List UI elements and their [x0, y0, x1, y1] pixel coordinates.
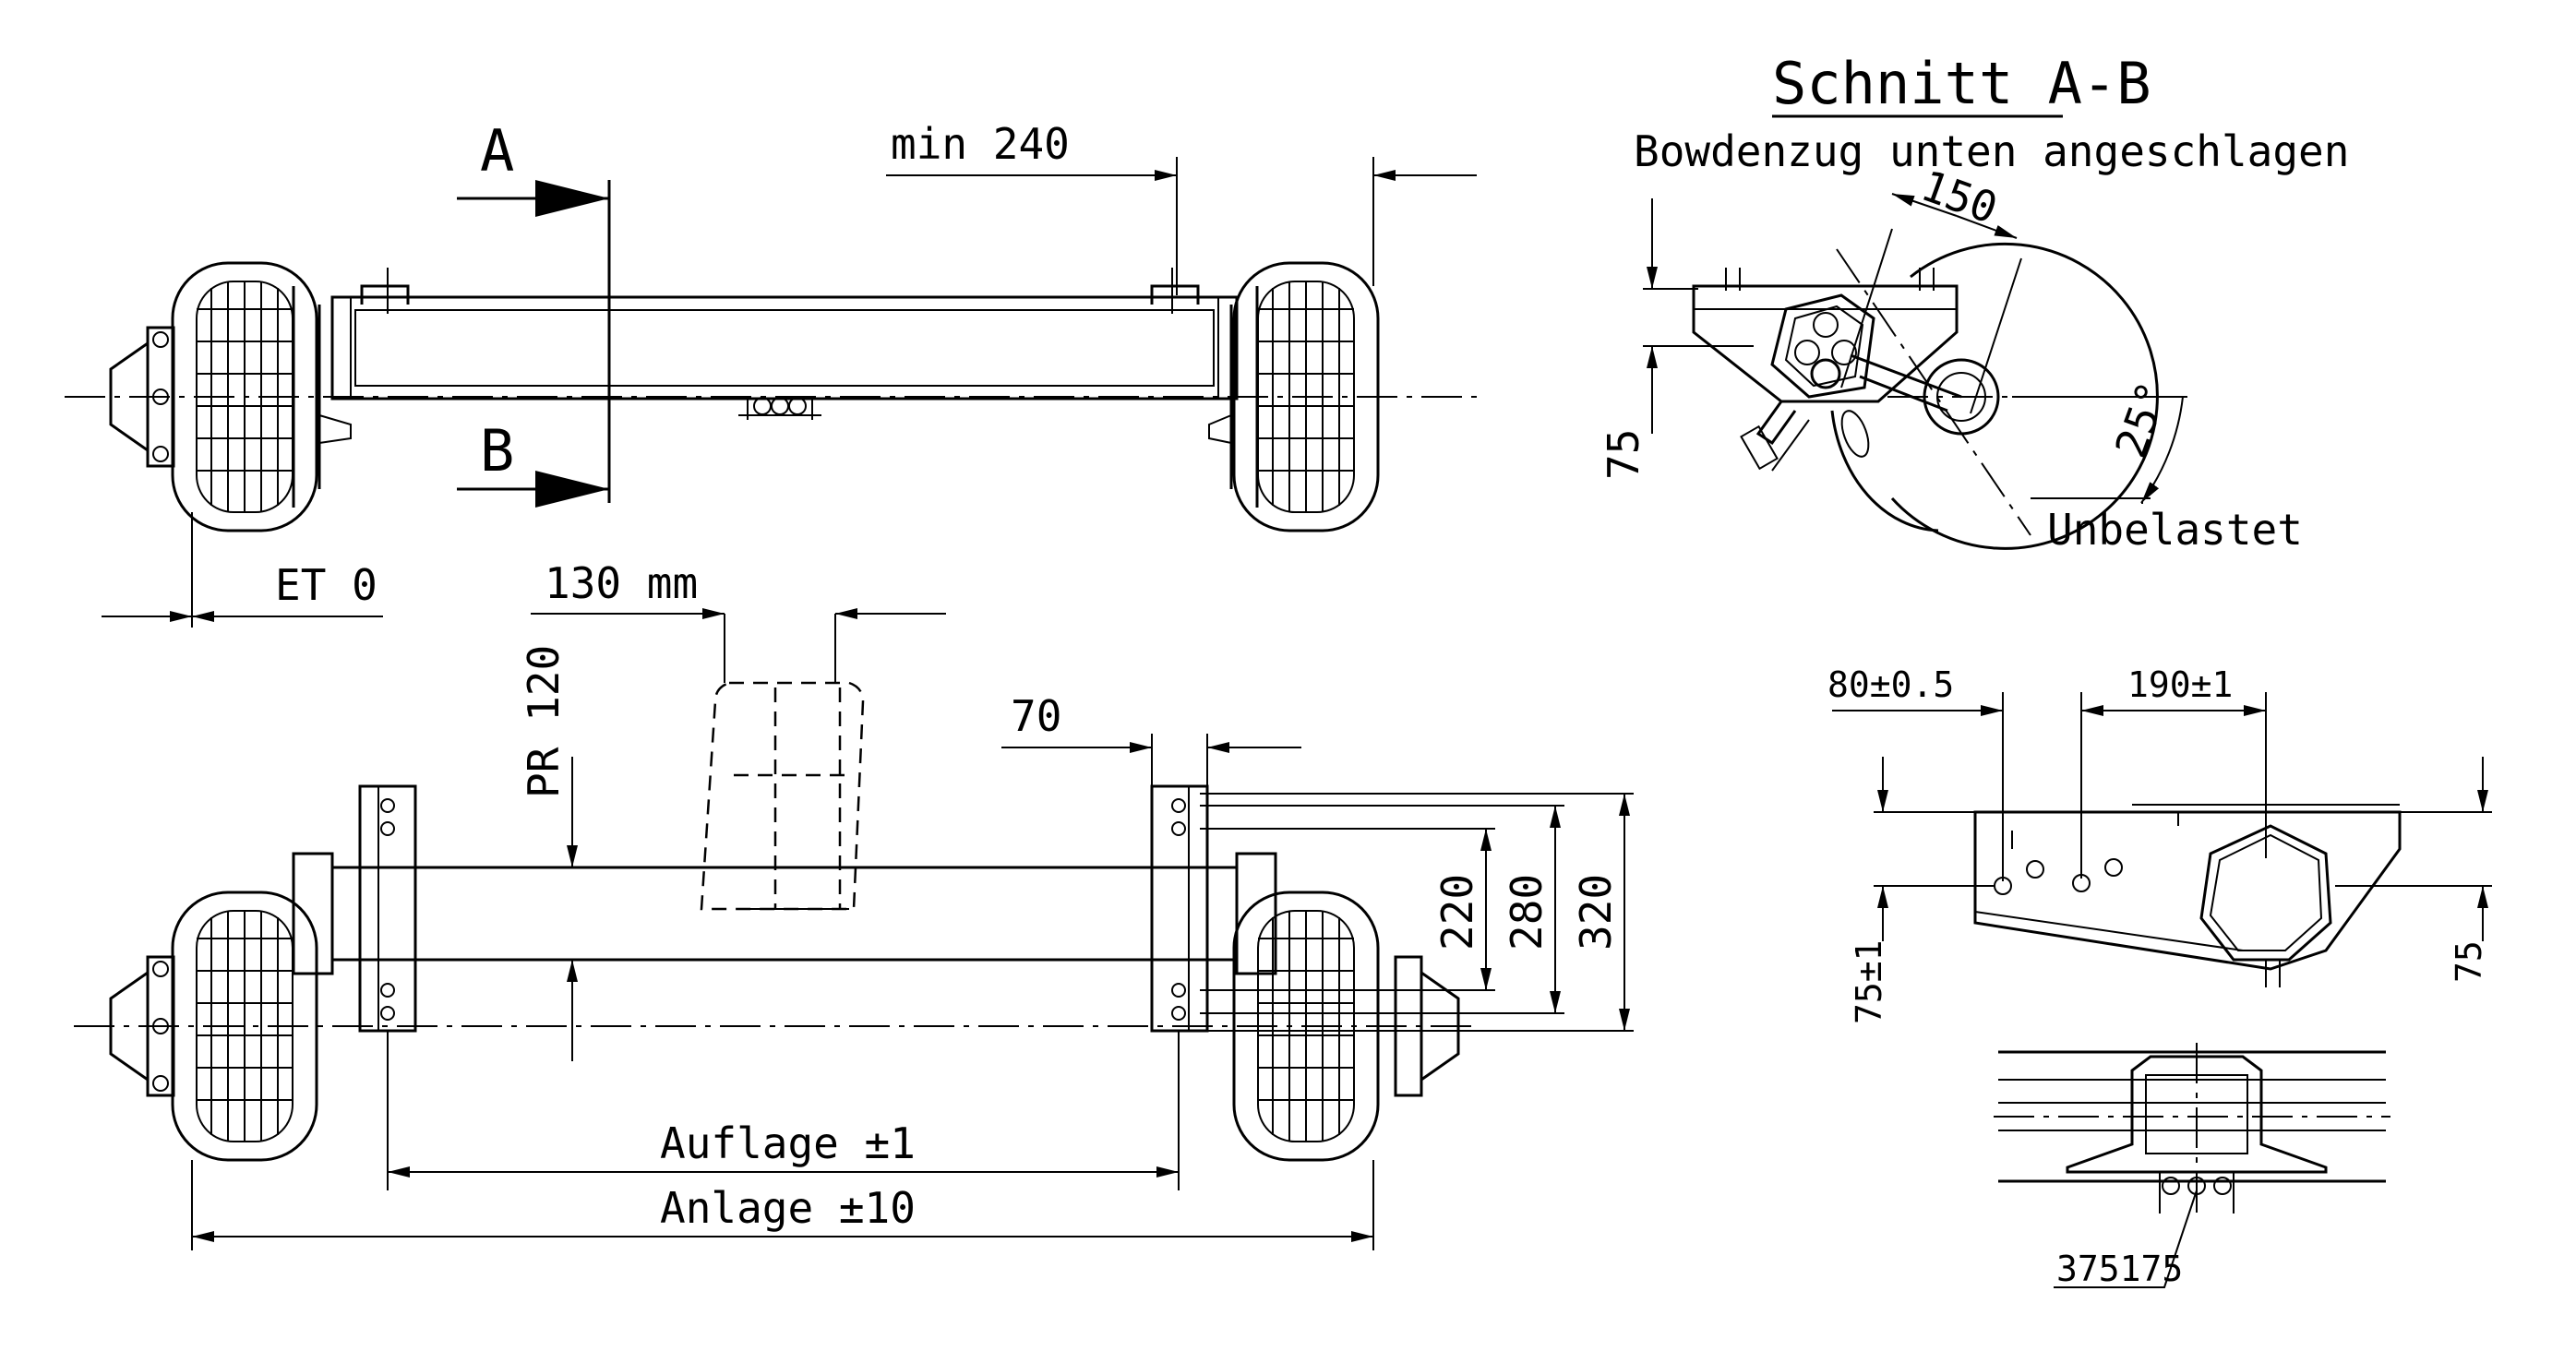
dim-pr-label: PR 120: [519, 645, 569, 798]
wheel-right: [1208, 261, 1380, 532]
dim-320-label: 320: [1571, 874, 1621, 951]
top-view: A B min 240 ET 0: [65, 117, 1477, 628]
torsion-arm-section: [1692, 268, 1962, 412]
axle-beam: [330, 866, 1239, 962]
spring-clamp-right: [1150, 268, 1200, 314]
bracket-view: 80±0.5 190±1 75±1 75: [1827, 664, 2492, 1289]
dimension-min-240: min 240: [886, 119, 1477, 295]
dimension-stack-right: 220 280 320: [1200, 793, 1634, 1032]
dim-75-section-label: 75: [1599, 429, 1648, 480]
dimension-130mm: 130 mm: [531, 558, 946, 683]
dim-75-left-label: 75±1: [1849, 939, 1889, 1024]
bracket-top: [1994, 1043, 2390, 1218]
dimension-pr-120: PR 120: [519, 645, 578, 1061]
wheel-right-front: [1232, 891, 1460, 1162]
part-number-label: 375175: [2056, 1249, 2183, 1289]
front-view: 130 mm PR 120 70 220 280 320: [74, 558, 1634, 1250]
dimension-75-bracket-right: 75: [2335, 757, 2492, 983]
axle-tube: [330, 295, 1239, 401]
mount-bracket-right: [1150, 784, 1277, 1033]
dimension-angle-25: 25°: [2012, 375, 2187, 504]
dimension-auflage: Auflage ±1: [387, 1031, 1180, 1190]
dimension-80-190: 80±0.5 190±1: [1827, 664, 2267, 881]
dimension-75-bracket-left: 75±1: [1849, 757, 1994, 1024]
section-mark-b: B: [480, 417, 514, 484]
dim-280-label: 280: [1502, 874, 1552, 951]
dim-angle-label: 25°: [2105, 375, 2178, 464]
dimension-70: 70: [1001, 691, 1301, 786]
dim-min-240-label: min 240: [891, 119, 1070, 169]
section-mark-a: A: [480, 117, 514, 185]
section-title: Schnitt A-B: [1772, 50, 2151, 117]
dim-70-label: 70: [1011, 691, 1061, 741]
tyre-ghost: [700, 681, 865, 911]
mount-bracket-left: [292, 784, 417, 1033]
section-view: Schnitt A-B Bowdenzug unten angeschlagen: [1599, 50, 2349, 555]
dim-190-label: 190±1: [2127, 664, 2233, 705]
dim-80-label: 80±0.5: [1827, 664, 1954, 705]
dim-75-right-label: 75: [2449, 940, 2489, 983]
dim-auflage-label: Auflage ±1: [660, 1118, 916, 1168]
dimension-anlage: Anlage ±10: [191, 1160, 1374, 1250]
bracket-side: [1973, 804, 2402, 987]
dim-130-label: 130 mm: [545, 558, 698, 608]
dimension-et-0: ET 0: [102, 512, 383, 628]
dim-anlage-label: Anlage ±10: [660, 1183, 916, 1233]
wheel-left: [109, 261, 352, 532]
section-subtitle: Bowdenzug unten angeschlagen: [1634, 126, 2349, 176]
section-line-a-b: A B: [457, 117, 611, 508]
brake-cable-bolts: [738, 397, 821, 420]
dim-et-0-label: ET 0: [275, 560, 377, 610]
dim-220-label: 220: [1432, 874, 1482, 951]
brake-lever: [1740, 401, 1870, 472]
part-number-callout: 375175: [2054, 1190, 2198, 1289]
dimension-75-section: 75: [1599, 198, 1754, 480]
spring-clamp-left: [360, 268, 410, 314]
unloaded-label: Unbelastet: [2047, 505, 2303, 555]
